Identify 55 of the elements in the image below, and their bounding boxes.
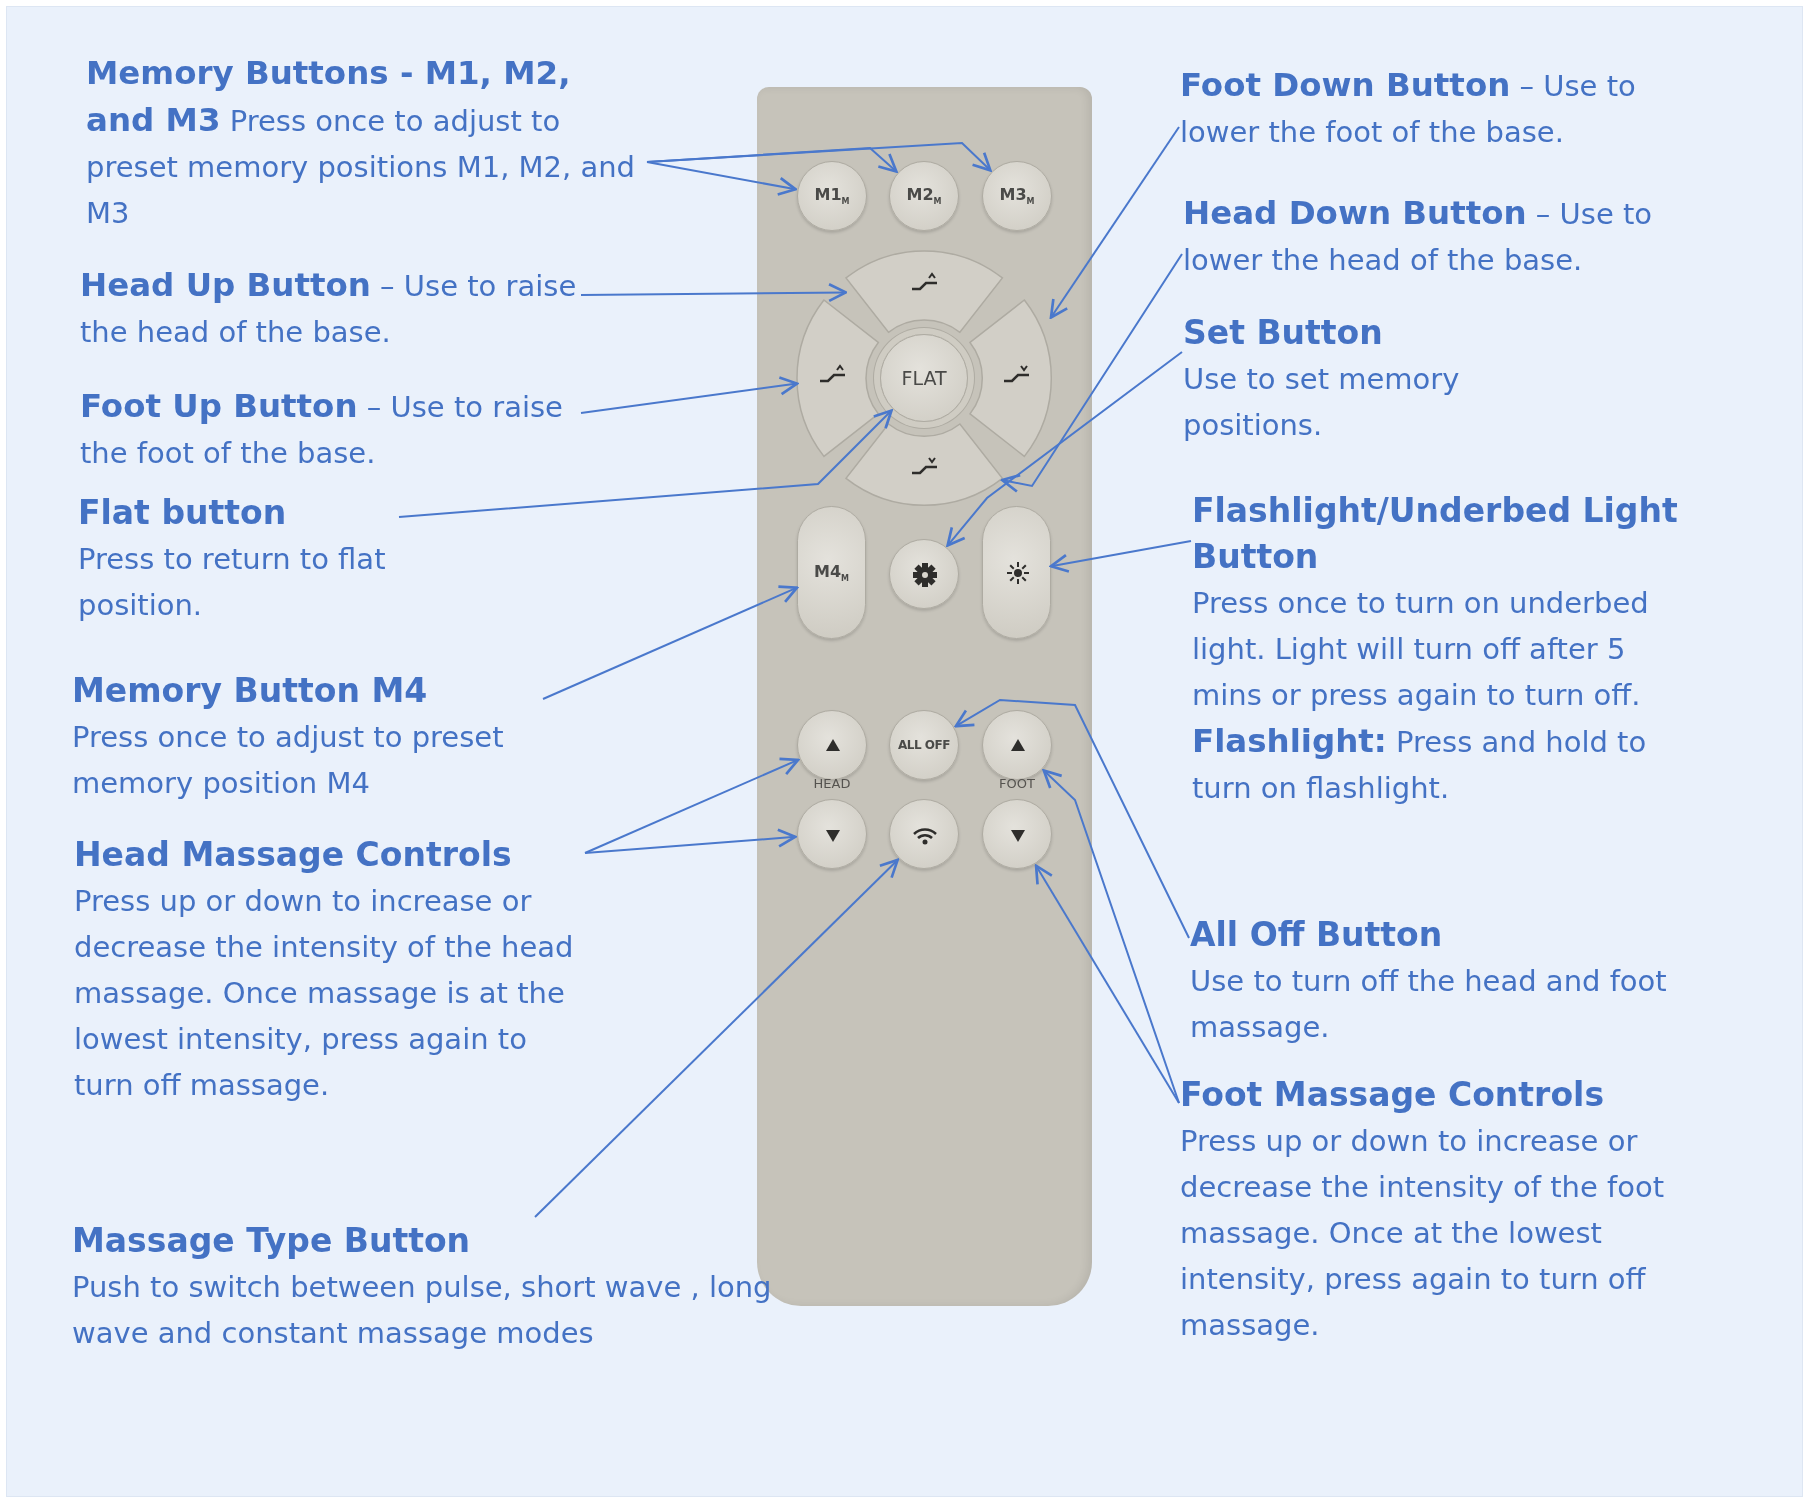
massage-up-button <box>982 710 1052 780</box>
arrow <box>646 141 992 172</box>
memory-button: M2$_{M}$ <box>889 161 959 231</box>
arrow <box>584 828 797 854</box>
arrow <box>1000 253 1183 493</box>
callout-text: Press once to adjust to preset memory position M4 <box>72 719 505 802</box>
callout-text: Use to set memory positions. <box>1183 361 1461 444</box>
callout-text: Memory Buttons - M1, M2, and M3 Press once to adjust to preset memory positions M1, M2, and M3 <box>86 53 637 232</box>
callout-text: Press to return to flat position. <box>78 541 387 624</box>
arrow <box>1049 126 1180 319</box>
arrow <box>1049 540 1192 573</box>
callout-heading: Memory Button M4 <box>72 670 429 712</box>
callout-heading: Flashlight/Underbed Light Button <box>1192 490 1679 578</box>
foot-down-button <box>969 299 1051 457</box>
head-down-button <box>845 423 1003 505</box>
arrow <box>398 409 893 518</box>
arrow <box>584 757 800 854</box>
massage-type-button <box>889 799 959 869</box>
callout-heading: All Off Button <box>1190 914 1444 956</box>
callout-heading: Head Massage Controls <box>74 834 513 876</box>
arrow <box>580 376 799 414</box>
arrow <box>1042 769 1180 1104</box>
callout-text: Press up or down to increase or decrease the intensity of the foot massage. Once at the lowest intensity, press again to turn off massage. <box>1180 1123 1666 1344</box>
callout-heading: Set Button <box>1183 312 1384 354</box>
button-caption: HEAD <box>813 776 851 791</box>
callout-text: Press once to turn on underbed light. Light will turn off after 5 mins or press again to turn off. <box>1192 585 1650 714</box>
callout-text: Head Up Button – Use to raise the head of the base. <box>80 265 578 351</box>
massage-up-button <box>797 710 867 780</box>
memory-button: M4$_{M}$ <box>797 506 866 639</box>
foot-up-button <box>797 299 879 457</box>
callout-text: Use to turn off the head and foot massage. <box>1190 963 1668 1046</box>
arrow <box>542 585 799 700</box>
callout-heading: Massage Type Button <box>72 1220 472 1262</box>
settings-button <box>889 539 959 609</box>
button-caption: FOOT <box>999 776 1035 791</box>
head-up-button <box>845 251 1003 333</box>
callout-text: Push to switch between pulse, short wave , long wave and constant massage modes <box>72 1269 773 1352</box>
arrow <box>534 858 899 1218</box>
memory-button: M1$_{M}$ <box>797 161 867 231</box>
arrow <box>1034 864 1180 1104</box>
callout-heading: Flat button <box>78 492 288 534</box>
arrow <box>946 351 1183 547</box>
memory-button: M3$_{M}$ <box>982 161 1052 231</box>
callout-text: Head Down Button – Use to lower the head of the base. <box>1183 193 1654 279</box>
callout-text: Press up or down to increase or decrease the intensity of the head massage. Once massage is at the lowest intensity, press again to turn off massage. <box>74 883 575 1104</box>
callout-text: Flashlight: Press and hold to turn on flashlight. <box>1192 721 1648 807</box>
light-button <box>982 506 1051 639</box>
arrow <box>954 699 1190 939</box>
massage-down-button <box>797 799 867 869</box>
massage-down-button <box>982 799 1052 869</box>
arrow <box>580 282 848 303</box>
callout-text: Foot Up Button – Use to raise the foot of the base. <box>80 386 564 472</box>
callout-text: Foot Down Button – Use to lower the foot of the base. <box>1180 65 1637 151</box>
all-off-button: ALL OFF <box>889 710 959 780</box>
callout-heading: Foot Massage Controls <box>1180 1074 1606 1116</box>
